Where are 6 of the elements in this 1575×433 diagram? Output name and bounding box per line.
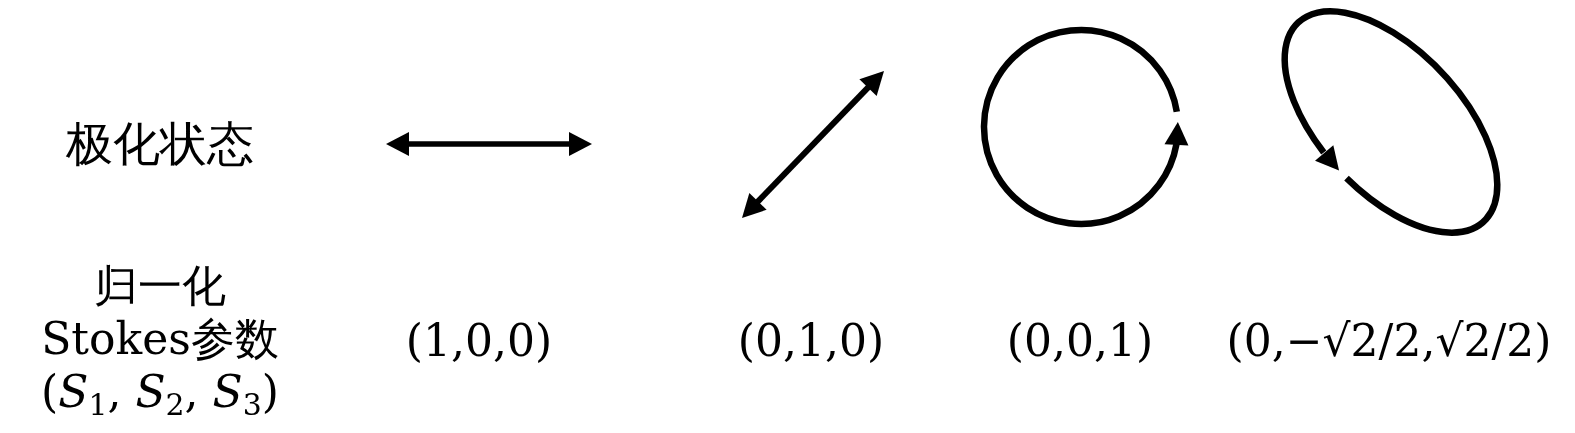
vector-label: (0,1,0) — [737, 313, 885, 367]
row-heading: 极化状态 — [66, 116, 254, 170]
vector-label: (0,−√2/2,√2/2) — [1226, 313, 1552, 367]
vector-label: (0,0,1) — [1006, 313, 1154, 367]
row-heading: 归一化Stokes参数(S$_{1}$, S$_{2}$, S$_{3}$) — [40, 258, 280, 418]
vector-label: (1,0,0) — [405, 313, 553, 367]
